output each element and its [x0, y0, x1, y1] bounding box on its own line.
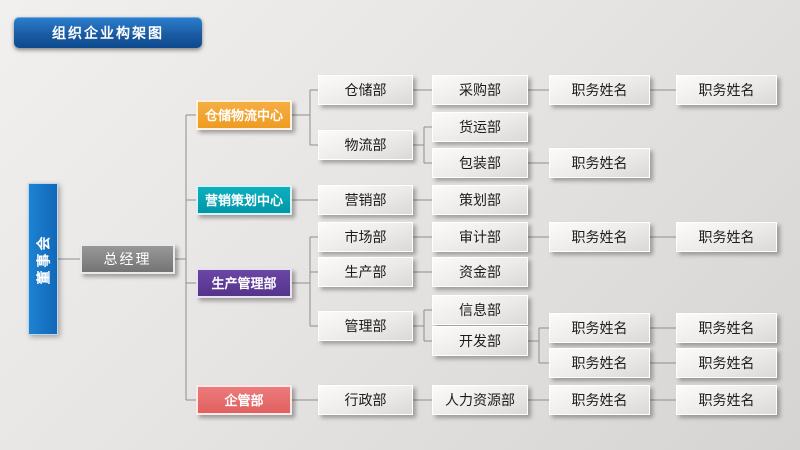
dept-market: 市场部: [318, 222, 413, 252]
general-manager-box: 总经理: [80, 244, 175, 274]
subdept-information: 信息部: [432, 295, 528, 325]
branch-enterprise-management-dept: 企管部: [196, 385, 292, 415]
branch-production-management-dept: 生产管理部: [196, 268, 292, 298]
dept-management: 管理部: [318, 311, 413, 341]
position-name-box: 职务姓名: [676, 222, 777, 252]
dept-administration: 行政部: [318, 385, 413, 415]
branch-warehouse-logistics-center: 仓储物流中心: [196, 100, 292, 130]
position-name-box: 职务姓名: [676, 75, 777, 105]
subdept-finance: 资金部: [432, 257, 528, 287]
position-name-box: 职务姓名: [549, 222, 650, 252]
subdept-packaging: 包装部: [432, 148, 528, 178]
subdept-development: 开发部: [432, 326, 528, 356]
subdept-audit: 审计部: [432, 222, 528, 252]
subdept-human-resources: 人力资源部: [432, 385, 528, 415]
position-name-box: 职务姓名: [549, 75, 650, 105]
board-of-directors-label: 董事会: [35, 233, 51, 285]
position-name-box: 职务姓名: [676, 385, 777, 415]
board-of-directors-box: 董事会: [28, 183, 58, 335]
position-name-box: 职务姓名: [676, 348, 777, 378]
position-name-box: 职务姓名: [549, 313, 650, 343]
dept-warehouse: 仓储部: [318, 75, 413, 105]
position-name-box: 职务姓名: [676, 313, 777, 343]
subdept-freight: 货运部: [432, 112, 528, 142]
dept-logistics: 物流部: [318, 130, 413, 160]
page-title: 组织企业构架图: [14, 17, 202, 48]
branch-marketing-planning-center: 营销策划中心: [196, 185, 292, 215]
subdept-purchasing: 采购部: [432, 75, 528, 105]
dept-production: 生产部: [318, 257, 413, 287]
position-name-box: 职务姓名: [549, 348, 650, 378]
dept-marketing: 营销部: [318, 185, 413, 215]
position-name-box: 职务姓名: [549, 385, 650, 415]
position-name-box: 职务姓名: [549, 148, 650, 178]
subdept-planning: 策划部: [432, 185, 528, 215]
